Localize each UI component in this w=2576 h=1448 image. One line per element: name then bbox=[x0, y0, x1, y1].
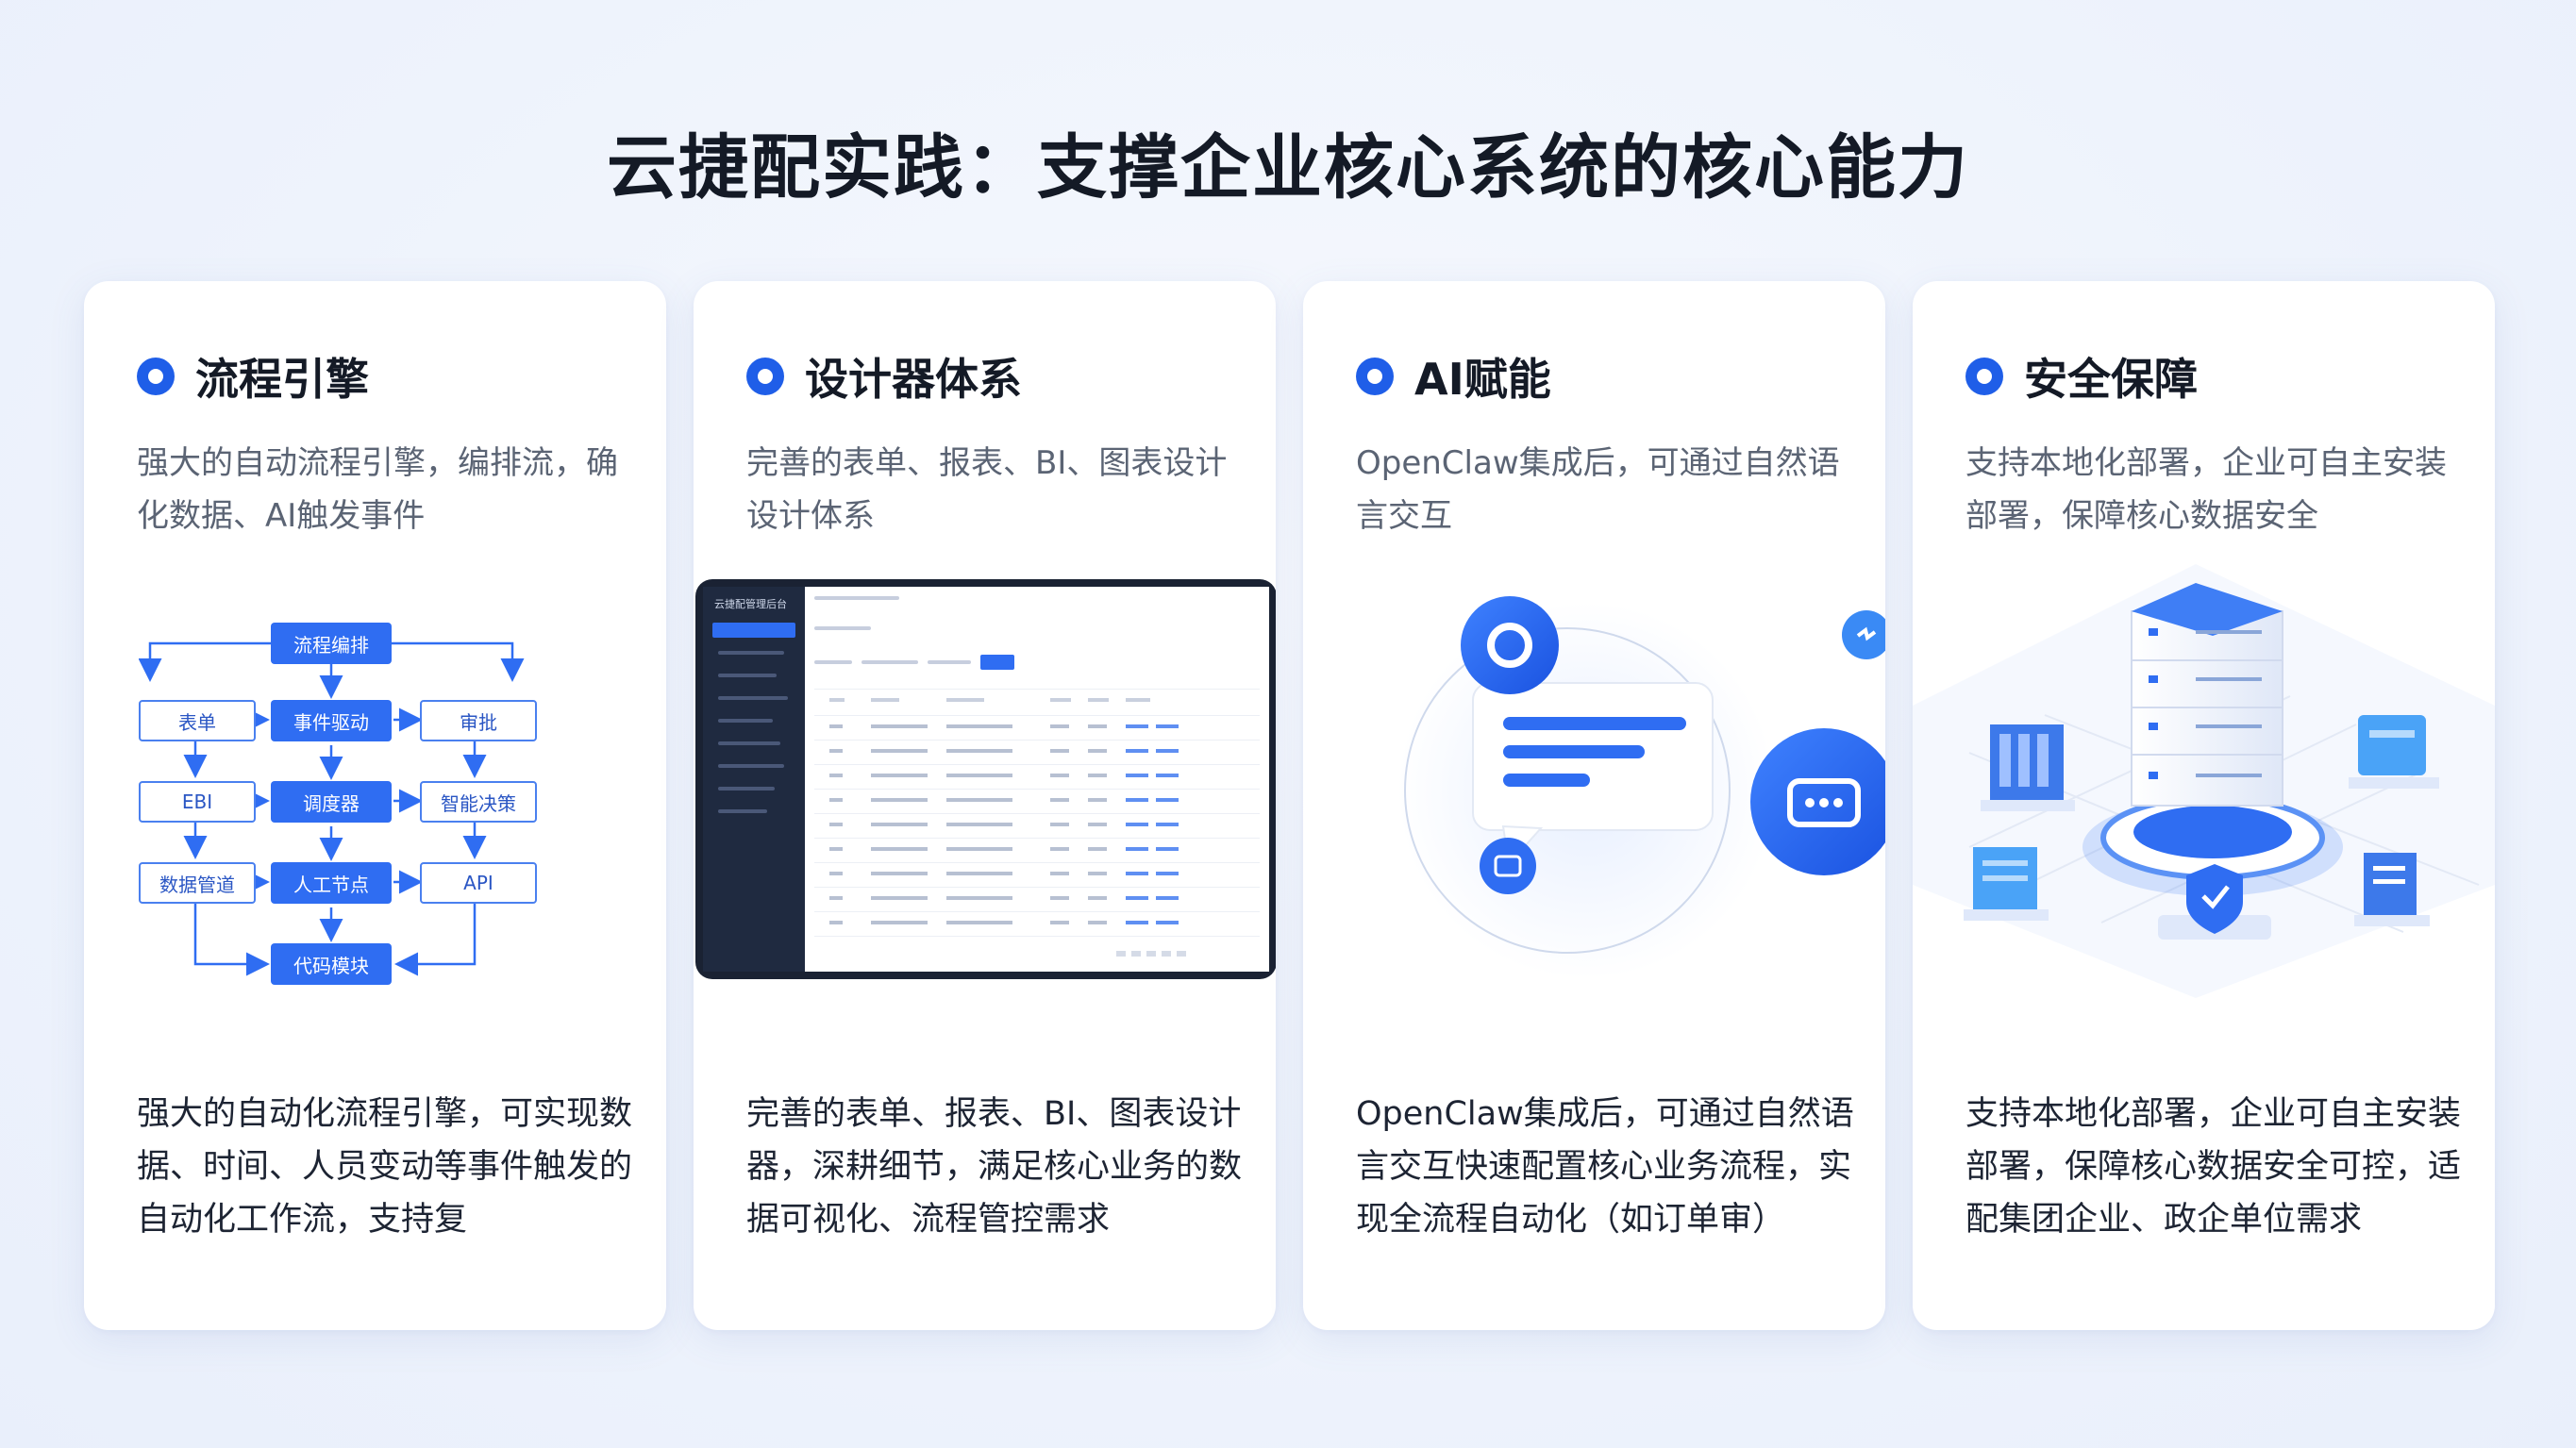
card-description: 强大的自动化流程引擎，可实现数据、时间、人员变动等事件触发的自动化工作流，支持复 bbox=[137, 1095, 633, 1239]
card-header: 设计器体系 bbox=[746, 345, 1022, 408]
shield-icon bbox=[2158, 864, 2271, 940]
card-title: AI赋能 bbox=[1414, 354, 1551, 405]
card-designer-system: 设计器体系 完善的表单、报表、BI、图表设计设计体系 云捷配管理后台 bbox=[694, 281, 1276, 1330]
sidebar-item bbox=[718, 787, 775, 791]
bullet-dot-icon bbox=[1965, 358, 2003, 395]
card-description: 支持本地化部署，企业可自主安装部署，保障核心数据安全可控，适配集团企业、政企单位… bbox=[1965, 1095, 2462, 1239]
flow-node: 智能决策 bbox=[420, 781, 537, 823]
flow-node: 人工节点 bbox=[271, 862, 392, 904]
database-icon bbox=[1964, 847, 2049, 921]
app-title: 云捷配管理后台 bbox=[714, 598, 787, 610]
flow-node: 审批 bbox=[420, 700, 537, 741]
card-title: 设计器体系 bbox=[805, 354, 1022, 405]
workflow-connectors bbox=[139, 641, 525, 976]
table-row bbox=[814, 911, 1260, 912]
sidebar-item bbox=[718, 764, 784, 768]
sidebar-item bbox=[718, 696, 788, 700]
orbit-ring bbox=[1404, 627, 1731, 954]
card-subtitle: 强大的自动流程引擎，编排流，确化数据、AI触发事件 bbox=[137, 444, 618, 535]
card-description: 完善的表单、报表、BI、图表设计器，深耕细节，满足核心业务的数据可视化、流程管控… bbox=[746, 1095, 1243, 1239]
table-row bbox=[814, 764, 1260, 765]
card-ai-empowerment: AI赋能 OpenClaw集成后，可通过自然语言交互 bbox=[1303, 281, 1885, 1330]
bullet-dot-icon bbox=[137, 358, 175, 395]
flow-node: 代码模块 bbox=[271, 943, 392, 985]
flow-node: 流程编排 bbox=[271, 623, 392, 664]
card-title: 流程引擎 bbox=[195, 354, 369, 405]
flow-node: EBI bbox=[139, 781, 256, 823]
document-icon bbox=[2354, 853, 2430, 926]
card-security: 安全保障 支持本地化部署，企业可自主安装部署，保障核心数据安全 bbox=[1913, 281, 2495, 1330]
bullet-dot-icon bbox=[1356, 358, 1394, 395]
table-row bbox=[814, 936, 1260, 937]
table-cells bbox=[829, 698, 1186, 957]
flow-node: 事件驱动 bbox=[271, 700, 392, 741]
filter-input bbox=[861, 660, 918, 664]
sidebar-item bbox=[712, 623, 795, 638]
file-cabinet-icon bbox=[1981, 724, 2075, 811]
app-main-area bbox=[805, 587, 1269, 972]
designer-app-screenshot: 云捷配管理后台 bbox=[695, 579, 1276, 979]
server-security-illustration bbox=[1913, 564, 2495, 998]
monitor-icon bbox=[2349, 715, 2439, 789]
flow-node: 表单 bbox=[139, 700, 256, 741]
chat-bubble-icon bbox=[1472, 682, 1714, 867]
workflow-diagram: 流程编排 表单 事件驱动 审批 EBI 调度器 智能决策 数据管道 人工节点 A… bbox=[139, 619, 611, 1015]
table-row bbox=[814, 887, 1260, 888]
table-header-line bbox=[814, 689, 1260, 690]
app-sidebar: 云捷配管理后台 bbox=[703, 587, 805, 972]
message-dots-icon bbox=[1750, 728, 1885, 875]
filter-input bbox=[928, 660, 971, 664]
breadcrumb bbox=[814, 626, 871, 630]
openclaw-logo-icon bbox=[1461, 596, 1559, 694]
card-subtitle: OpenClaw集成后，可通过自然语言交互 bbox=[1356, 444, 1840, 535]
sparkle-icon bbox=[1842, 610, 1885, 659]
card-subtitle: 支持本地化部署，企业可自主安装部署，保障核心数据安全 bbox=[1965, 444, 2447, 535]
server-base-icon bbox=[2083, 795, 2343, 896]
sidebar-item bbox=[718, 719, 773, 723]
table-row bbox=[814, 789, 1260, 790]
table-row bbox=[814, 813, 1260, 814]
robot-icon bbox=[1480, 838, 1536, 894]
flow-node: 调度器 bbox=[271, 781, 392, 823]
sidebar-item bbox=[718, 651, 784, 655]
ai-chat-illustration bbox=[1397, 596, 1885, 979]
card-description: OpenClaw集成后，可通过自然语言交互快速配置核心业务流程，实现全流程自动化… bbox=[1356, 1095, 1854, 1239]
table-row bbox=[814, 838, 1260, 839]
server-stack-icon bbox=[2131, 583, 2283, 807]
card-header: 安全保障 bbox=[1965, 345, 2198, 408]
filter-label bbox=[814, 660, 852, 664]
table-row bbox=[814, 740, 1260, 741]
bullet-dot-icon bbox=[746, 358, 784, 395]
sidebar-item bbox=[718, 809, 767, 813]
card-header: AI赋能 bbox=[1356, 345, 1551, 408]
app-header-bar bbox=[814, 596, 899, 600]
page-title: 云捷配实践：支撑企业核心系统的核心能力 bbox=[607, 127, 1969, 208]
table-row bbox=[814, 715, 1260, 716]
flow-node: API bbox=[420, 862, 537, 904]
card-header: 流程引擎 bbox=[137, 345, 369, 408]
sidebar-item bbox=[718, 741, 780, 745]
table-row bbox=[814, 862, 1260, 863]
flow-node: 数据管道 bbox=[139, 862, 256, 904]
card-title: 安全保障 bbox=[2024, 354, 2198, 405]
card-workflow-engine: 流程引擎 强大的自动流程引擎，编排流，确化数据、AI触发事件 bbox=[84, 281, 666, 1330]
query-button bbox=[980, 655, 1014, 670]
feature-cards: 流程引擎 强大的自动流程引擎，编排流，确化数据、AI触发事件 bbox=[84, 281, 2495, 1330]
sidebar-item bbox=[718, 674, 777, 677]
card-subtitle: 完善的表单、报表、BI、图表设计设计体系 bbox=[746, 444, 1228, 535]
